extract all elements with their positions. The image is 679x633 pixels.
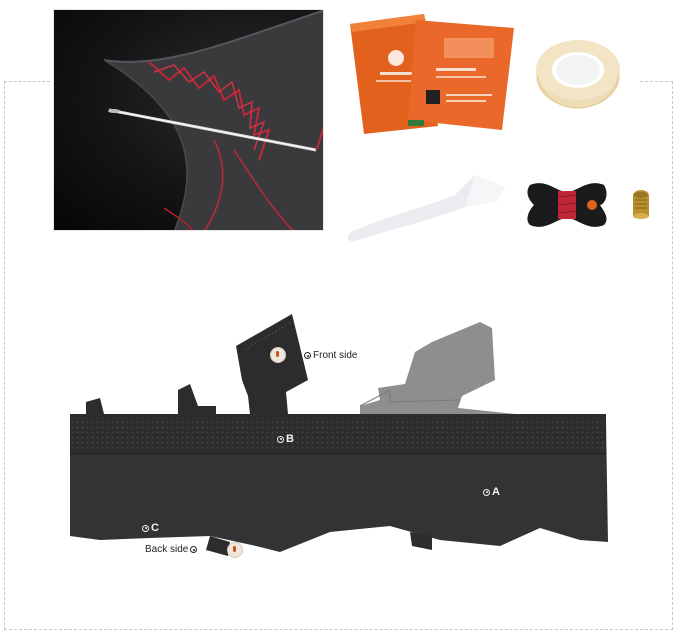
back-side-label: Back side [145,544,198,555]
marker-b-icon [277,435,284,443]
needle-thread-icon [103,10,323,230]
back-side-sticker [227,542,243,558]
back-side-marker-icon [190,546,198,553]
product-frame [4,81,673,630]
leather-wheel-cover-icon [60,310,620,560]
instruction-envelopes-icon [346,8,516,136]
thimble-icon [630,186,652,220]
marker-a-label: A [483,486,500,498]
stitching-closeup-photo [53,9,324,231]
front-side-sticker [270,347,286,363]
frame-top-edge-right [640,81,673,82]
plastic-tool-icon [345,171,505,243]
thread-spool-icon [524,179,610,231]
marker-a-icon [483,488,490,496]
front-side-label: Front side [304,350,357,361]
marker-c-icon [142,524,149,532]
marker-c-label: C [142,522,159,534]
double-sided-tape-roll-icon [530,36,625,112]
marker-b-label: B [277,433,294,445]
frame-top-edge-left [4,81,50,82]
front-side-marker-icon [304,352,311,359]
